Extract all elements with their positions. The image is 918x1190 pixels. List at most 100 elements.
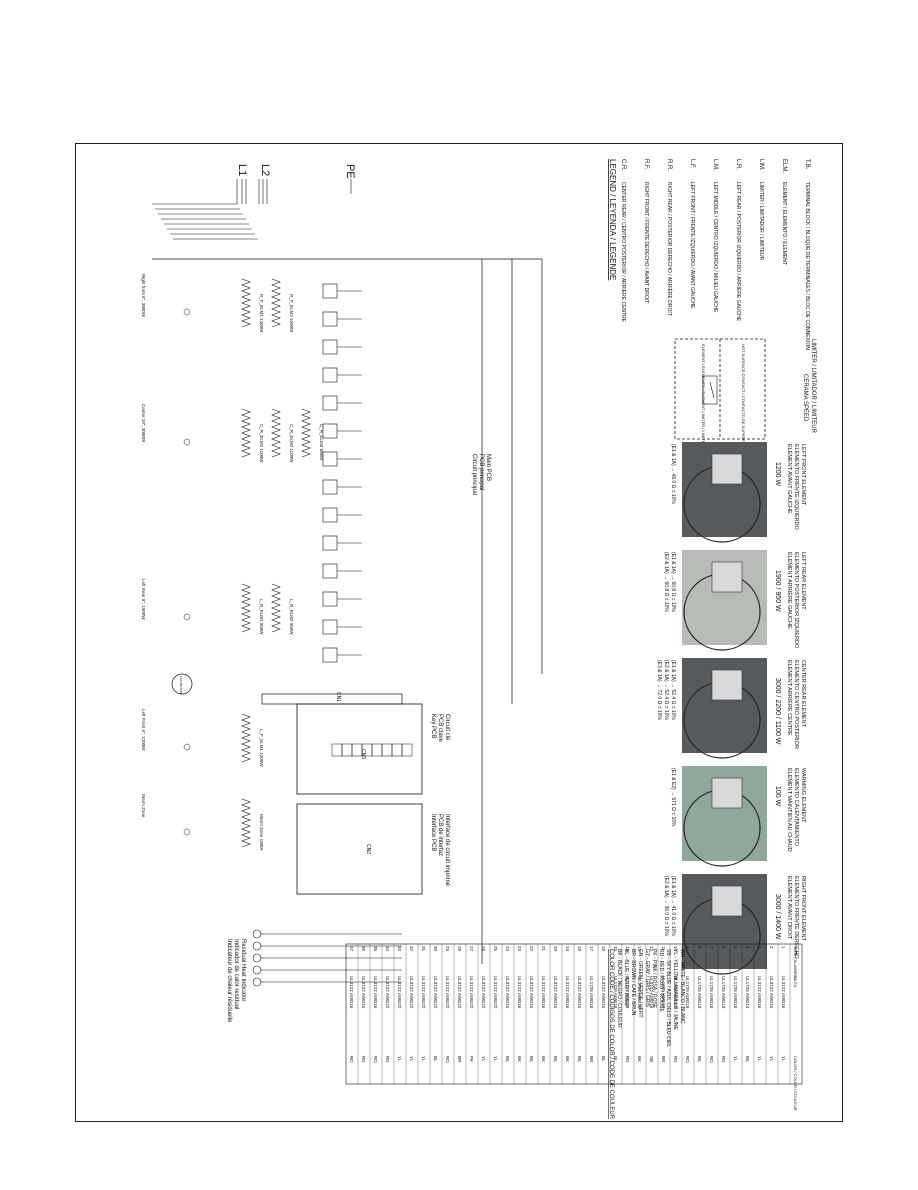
wire-table-cell: UL1726 AWG14 [745,976,750,1009]
wire-table-cell: 3 [757,946,762,949]
legend-text: TERMINAL BLOCK / BLOQUE DE TERMINALES / … [804,182,810,350]
wire-table-cell: BK [541,1056,546,1062]
color-code-item: YL - YELLOW / AMARILLO / JAUNE [672,949,678,1031]
wire-table-cell: UL3122 AWG22 [469,976,474,1009]
main-pcb-label-3: Circuit principal [471,454,477,495]
limiter-icon [183,308,191,316]
wire-table-cell: BR [457,1056,462,1063]
color-code-item: RD - RED / ROJO / ROUGE [658,949,664,1012]
element-resistance: (E2 & 1A) → 52.4 Ω ± 10% [663,660,669,720]
wire-table-cell: PK [469,1056,474,1062]
burner-label: Right front 6", 3000W [141,274,146,318]
wire-table-cell: UL3122 AWG16 [529,976,534,1009]
connector-pin [371,743,383,757]
indicator-light-icon [252,929,262,939]
wire-table-cell: RD [685,1056,690,1063]
key-pcb-box [296,703,423,795]
element-name: C_R_ELM2 1100W [289,424,294,463]
limiter-title: LIMITER / LIMITADOR / LIMITEUR [810,339,816,434]
limiter-icon [183,743,191,751]
cn3-label: CN3 [360,749,366,759]
wire-table-cell: RD [673,1056,678,1063]
heating-coil [241,408,251,458]
element-resistance: (E2 & 1A) → 36.0 Ω ± 10% [663,876,669,936]
color-code-item: BR - BROWN / CAFÉ / BRUN [630,949,637,1016]
wire-table-cell: YL [769,1056,774,1062]
color-code-item: BL - BLUE / AZUL / BLEU [623,949,629,1007]
wire-table-cell: UL1726 AWG18 [709,976,714,1009]
element-title: CENTER REAR ELEMENT [800,660,806,728]
wire-table-cell: BK [517,1056,522,1062]
relay [322,535,338,551]
wire-table-cell: 28 [457,946,462,952]
interface-pcb-label-2: PCB de interfaz [437,814,443,856]
main-pcb-label-1: Main PCB [485,454,491,481]
element-title-fr: ÉLÉMENT ARRIÈRE GAUCHE [786,552,793,629]
element-name: L_R_ELM1 950W [259,599,264,635]
wire-table-cell: BK [553,1056,558,1062]
wire-table-cell: UL3122 AWG16 [565,976,570,1009]
element-terminal-icon [711,777,743,809]
element-power: 100 W [774,786,781,807]
wire-table-cell: YL [481,1056,486,1062]
interface-pcb-label-3: Interface de circuit imprimé [444,814,450,887]
interface-pcb-label-1: Interface PCB [430,814,436,851]
wire-table-cell: UL3122 AWG16 [601,976,606,1009]
connector-pin [381,743,393,757]
element-resistance: (E1 & 1A) → 41.0 Ω ± 10% [670,876,676,936]
wire-table-cell: 12 [649,946,654,952]
element-terminal-icon [711,453,743,485]
wire-table-cell: UL1726 AWG18 [661,976,666,1009]
wire-table-cell: 21 [541,946,546,952]
wire-table-cell: UL3122 AWG16 [769,976,774,1009]
element-title-es: ELEMENTO FRENTE DERECHO [793,876,799,959]
limiter-icon [183,613,191,621]
wire-table-cell: UL1726 AWG18 [685,976,690,1009]
limiter-icon [183,438,191,446]
wire-table-cell: BL [601,1056,606,1062]
wire-table-cell: UL3122 AWG22 [397,976,402,1009]
indicator-light-icon [252,977,262,987]
element-resistance: (E1 & E2) → 571 Ω ± 10% [670,768,676,827]
element-power: 3000 / 2200 / 1100 W [774,678,781,745]
diagram-frame: LEGEND / LEYENDA / LEGENDE C.R.CENTER RE… [75,143,843,1122]
element-title: RIGHT FRONT ELEMENT [800,876,806,942]
wire-table-cell: 7 [709,946,714,949]
wire-table-cell: 33 [397,946,402,952]
wire-table-cell: BL [433,1056,438,1062]
wire-table-cell: YL [781,1056,786,1062]
element-photo [682,550,767,645]
legend-text: CENTER REAR / CENTRO POSTERIOR / ARRIÈRE… [620,182,627,323]
wire-table-cell: 36 [361,946,366,952]
wire-table-cell: RD [709,1056,714,1063]
wire-table-cell: 35 [373,946,378,952]
element-title-es: ELEMENTO CENTRO POSTERIOR [793,660,799,749]
wire-table-cell: SB [649,1056,654,1062]
element-photo [682,442,767,537]
wire-table-cell: YL [493,1056,498,1062]
connector-pin [401,743,413,757]
wire-table-cell: UL1726 AWG18 [697,976,702,1009]
wire-table-cell: YL [421,1056,426,1062]
wire-table-cell: 17 [589,946,594,952]
wire-table-cell: UL3122 AWG22 [493,976,498,1009]
element-terminal-icon [711,669,743,701]
relay [322,423,338,439]
relay [322,563,338,579]
element-title: WARMING ELEMENT [800,768,806,823]
legend-code: L.F. [689,159,695,169]
wire-table-cell: RD [373,1056,378,1063]
relay [322,311,338,327]
key-pcb-label-2: PCB clave [437,714,443,743]
relay [322,619,338,635]
color-code-title: COLOR CODE / CÓDIGOS DE COLOR / CODE DE … [608,949,615,1120]
wire-table-cell: RD [625,1056,630,1063]
relay [322,339,338,355]
key-pcb-label-3: Circuit clé [444,714,450,741]
relay [322,283,338,299]
wire-table-cell: BK [745,1056,750,1062]
element-resistance: (E1 & 1A) → 48.0 Ω ± 10% [670,444,676,504]
burner-label: Center 10", 3000W [141,404,146,443]
